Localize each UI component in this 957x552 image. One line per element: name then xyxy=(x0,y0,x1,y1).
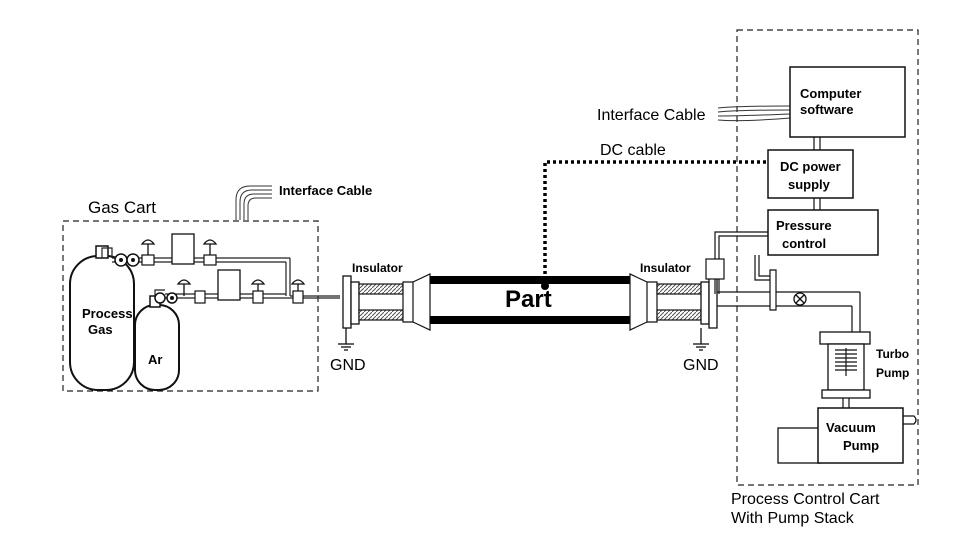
pressure-gauge-and-piping xyxy=(705,231,861,332)
gnd-left-label: GND xyxy=(330,357,366,374)
pressure-label-line1: Pressure xyxy=(776,218,832,233)
dc-power-supply-box xyxy=(767,149,854,199)
insulator-right-label: Insulator xyxy=(640,261,691,275)
dc-to-pressure-connector xyxy=(813,198,821,210)
pressure-control-box xyxy=(767,209,879,256)
turbo-label-line1: Turbo xyxy=(876,347,909,361)
left-ground-symbol xyxy=(338,328,354,351)
vacuum-label-line2: Pump xyxy=(843,438,879,453)
right-interface-cable xyxy=(717,105,791,122)
argon-cylinder xyxy=(134,295,180,391)
turbo-label-line2: Pump xyxy=(876,366,909,380)
argon-label: Ar xyxy=(148,352,162,367)
part-label: Part xyxy=(505,286,552,313)
interface-cable-right-label: Interface Cable xyxy=(597,107,706,124)
process-gas-label-line1: Process xyxy=(82,306,133,321)
dc-cable-label: DC cable xyxy=(600,142,666,159)
pressure-label-line2: control xyxy=(782,236,826,251)
gas-cart-boundary xyxy=(62,220,319,392)
computer-label-line1: Computer xyxy=(800,86,861,101)
process-control-cart-boundary xyxy=(736,29,919,486)
top-gas-components xyxy=(114,233,218,267)
computer-to-dc-connector xyxy=(813,137,821,150)
vacuum-label-line1: Vacuum xyxy=(826,420,876,435)
gas-cart-label: Gas Cart xyxy=(88,198,156,217)
turbo-pump xyxy=(819,331,871,408)
valve-icon xyxy=(793,292,807,306)
interface-cable-left-label: Interface Cable xyxy=(279,183,372,198)
vacuum-pump xyxy=(777,407,917,464)
computer-software-box xyxy=(789,66,906,138)
right-ground-symbol xyxy=(693,328,709,351)
dc-cable-contact xyxy=(541,282,549,290)
bottom-gas-components xyxy=(154,269,306,304)
dc-power-label-line2: supply xyxy=(788,177,831,192)
process-gas-label-line2: Gas xyxy=(88,322,113,337)
dc-cable-line xyxy=(543,160,768,286)
cart-caption-line1: Process Control Cart xyxy=(731,491,880,508)
dc-power-label-line1: DC power xyxy=(780,159,841,174)
cart-caption-line2: With Pump Stack xyxy=(731,510,855,527)
left-insulator xyxy=(342,273,431,331)
process-gas-cylinder xyxy=(69,245,135,391)
gnd-right-label: GND xyxy=(683,357,719,374)
part-tube xyxy=(430,276,630,324)
gas-cart-interface-cable xyxy=(235,185,272,220)
computer-label-line2: software xyxy=(800,102,853,117)
insulator-left-label: Insulator xyxy=(352,261,403,275)
right-insulator xyxy=(629,273,718,331)
